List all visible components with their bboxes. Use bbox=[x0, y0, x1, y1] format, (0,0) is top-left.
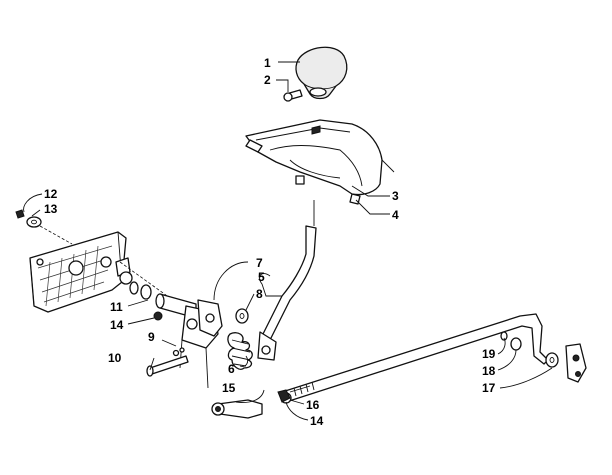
callout-1: 1 bbox=[264, 56, 271, 70]
washer-8 bbox=[235, 308, 249, 324]
callout-10: 10 bbox=[108, 351, 122, 365]
pin-10 bbox=[146, 347, 189, 377]
callout-2: 2 bbox=[264, 73, 271, 87]
callout-3: 3 bbox=[392, 189, 399, 203]
leader-lines bbox=[23, 61, 553, 421]
callout-18: 18 bbox=[482, 364, 496, 378]
callout-8: 8 bbox=[256, 287, 263, 301]
callout-5: 5 bbox=[258, 270, 265, 284]
shift-bracket bbox=[179, 299, 223, 389]
spring-6 bbox=[227, 332, 253, 370]
shift-knob bbox=[283, 46, 348, 102]
ball-joint-15 bbox=[211, 399, 263, 419]
frame-bracket bbox=[29, 231, 171, 313]
callout-17: 17 bbox=[482, 381, 496, 395]
callout-labels: 1 2 3 4 5 6 7 8 9 10 11 12 13 14 14 15 1… bbox=[44, 56, 496, 428]
callout-9: 9 bbox=[148, 330, 155, 344]
callout-19: 19 bbox=[482, 347, 496, 361]
callout-12: 12 bbox=[44, 187, 58, 201]
shift-console bbox=[245, 119, 395, 205]
callout-4: 4 bbox=[392, 208, 399, 222]
callout-16: 16 bbox=[306, 398, 320, 412]
shift-rod bbox=[277, 313, 549, 404]
callout-11: 11 bbox=[110, 300, 123, 314]
callout-14-lower: 14 bbox=[310, 414, 324, 428]
callout-15: 15 bbox=[222, 381, 236, 395]
bolt-washer-12-13 bbox=[15, 209, 73, 245]
callout-6: 6 bbox=[228, 362, 235, 376]
shift-lever bbox=[257, 200, 317, 361]
callout-13: 13 bbox=[44, 202, 58, 216]
callout-7: 7 bbox=[256, 256, 263, 270]
callout-14-upper: 14 bbox=[110, 318, 124, 332]
washers-17-18-19 bbox=[500, 331, 587, 383]
